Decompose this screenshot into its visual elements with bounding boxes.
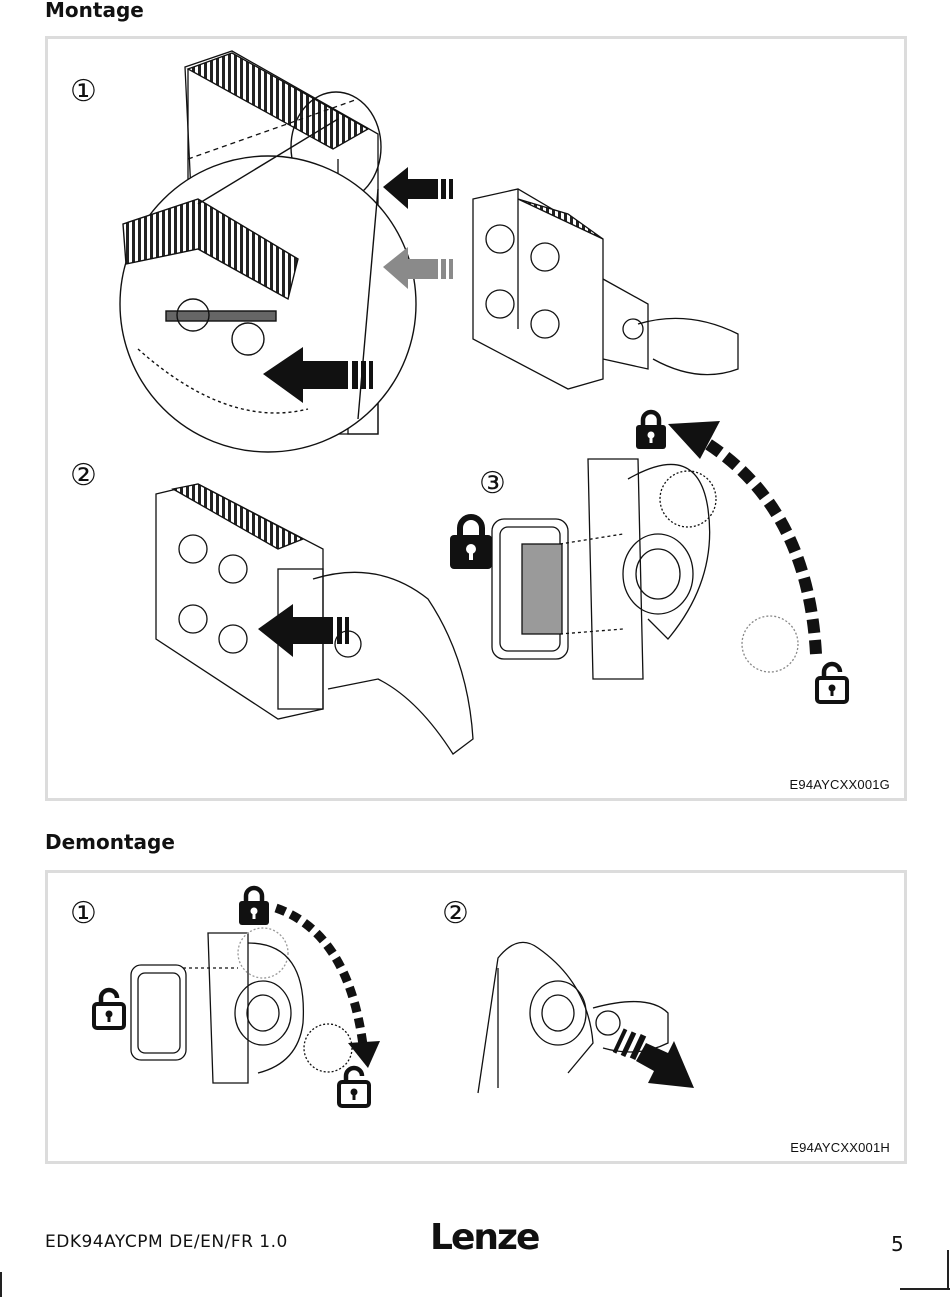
module-insert-drawing — [491, 458, 799, 680]
padlock-closed-icon — [239, 885, 269, 925]
demontage-heading: Demontage — [45, 830, 175, 854]
step-3-number: ③ — [479, 466, 506, 501]
padlock-open-icon — [92, 987, 126, 1030]
montage-illustration — [119, 50, 849, 755]
detail-zoom-circle — [119, 91, 417, 453]
arrow-icon — [383, 247, 453, 289]
arrow-icon — [612, 1028, 694, 1088]
step-1-number: ① — [70, 896, 97, 931]
arrow-icon — [274, 903, 380, 1068]
module-remove-drawing — [477, 941, 669, 1094]
padlock-open-icon — [815, 661, 849, 704]
montage-heading: Montage — [45, 0, 144, 22]
demontage-illustration — [92, 885, 694, 1108]
step-1-number: ① — [70, 74, 97, 109]
padlock-closed-icon — [450, 514, 492, 569]
arrow-icon — [668, 421, 822, 655]
module-insert-drawing — [130, 927, 353, 1084]
arrow-icon — [383, 167, 453, 209]
arrow-icon — [263, 347, 373, 403]
padlock-closed-icon — [636, 409, 666, 449]
lenze-logo: Lenze — [430, 1217, 540, 1258]
padlock-open-icon — [337, 1065, 371, 1108]
figure-code-montage: E94AYCXX001G — [789, 777, 890, 792]
document-id: EDK94AYCPM DE/EN/FR 1.0 — [45, 1232, 288, 1252]
arrow-icon — [258, 604, 349, 657]
montage-figure-panel: ① ② ③ — [45, 36, 907, 801]
step-2-number: ② — [442, 896, 469, 931]
demontage-figure-panel: ① ② — [45, 870, 907, 1164]
page-number: 5 — [891, 1232, 904, 1256]
crop-mark — [0, 1272, 2, 1297]
figure-code-demontage: E94AYCXX001H — [790, 1140, 890, 1155]
crop-mark — [947, 1250, 949, 1290]
step-2-number: ② — [70, 458, 97, 493]
crop-mark — [900, 1288, 950, 1290]
module-drawing — [472, 188, 739, 390]
